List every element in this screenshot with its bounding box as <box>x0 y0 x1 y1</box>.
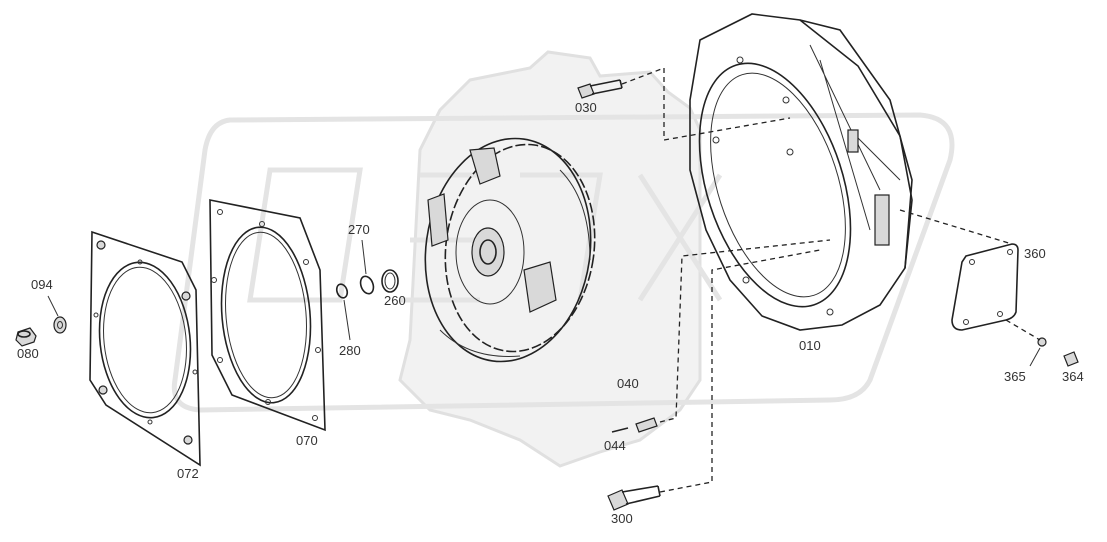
adapter-plate-070 <box>209 199 326 432</box>
bushing-260 <box>381 269 399 293</box>
label-270: 270 <box>348 222 370 237</box>
watermark-logo-letters <box>247 167 723 303</box>
watermark <box>171 50 955 468</box>
o-ring-280 <box>335 283 351 341</box>
washer-094 <box>47 295 67 334</box>
label-364: 364 <box>1062 369 1084 384</box>
torque-converter <box>424 137 596 363</box>
label-072: 072 <box>177 466 199 481</box>
bolt-080 <box>15 327 37 347</box>
label-365: 365 <box>1004 369 1026 384</box>
washer-365 <box>1029 337 1047 367</box>
snap-ring-270 <box>359 239 375 295</box>
label-300: 300 <box>611 511 633 526</box>
label-260: 260 <box>384 293 406 308</box>
label-070: 070 <box>296 433 318 448</box>
pin-044 <box>611 427 629 433</box>
gasket-plate-072 <box>89 230 201 467</box>
screw-364 <box>1063 351 1079 367</box>
label-094: 094 <box>31 277 53 292</box>
cover-plate-360 <box>951 243 1019 331</box>
part-labels: 030 094 080 270 260 280 070 072 040 044 … <box>17 100 1084 526</box>
label-010: 010 <box>799 338 821 353</box>
label-080: 080 <box>17 346 39 361</box>
bolt-030 <box>577 79 623 99</box>
label-280: 280 <box>339 343 361 358</box>
converter-housing-010 <box>689 13 913 331</box>
watermark-logo-outline <box>171 112 955 413</box>
dowel-040 <box>635 417 658 433</box>
label-044: 044 <box>604 438 626 453</box>
label-360: 360 <box>1024 246 1046 261</box>
bolt-300 <box>607 485 661 511</box>
assembly-lines <box>621 67 1041 493</box>
label-030: 030 <box>575 100 597 115</box>
label-040: 040 <box>617 376 639 391</box>
